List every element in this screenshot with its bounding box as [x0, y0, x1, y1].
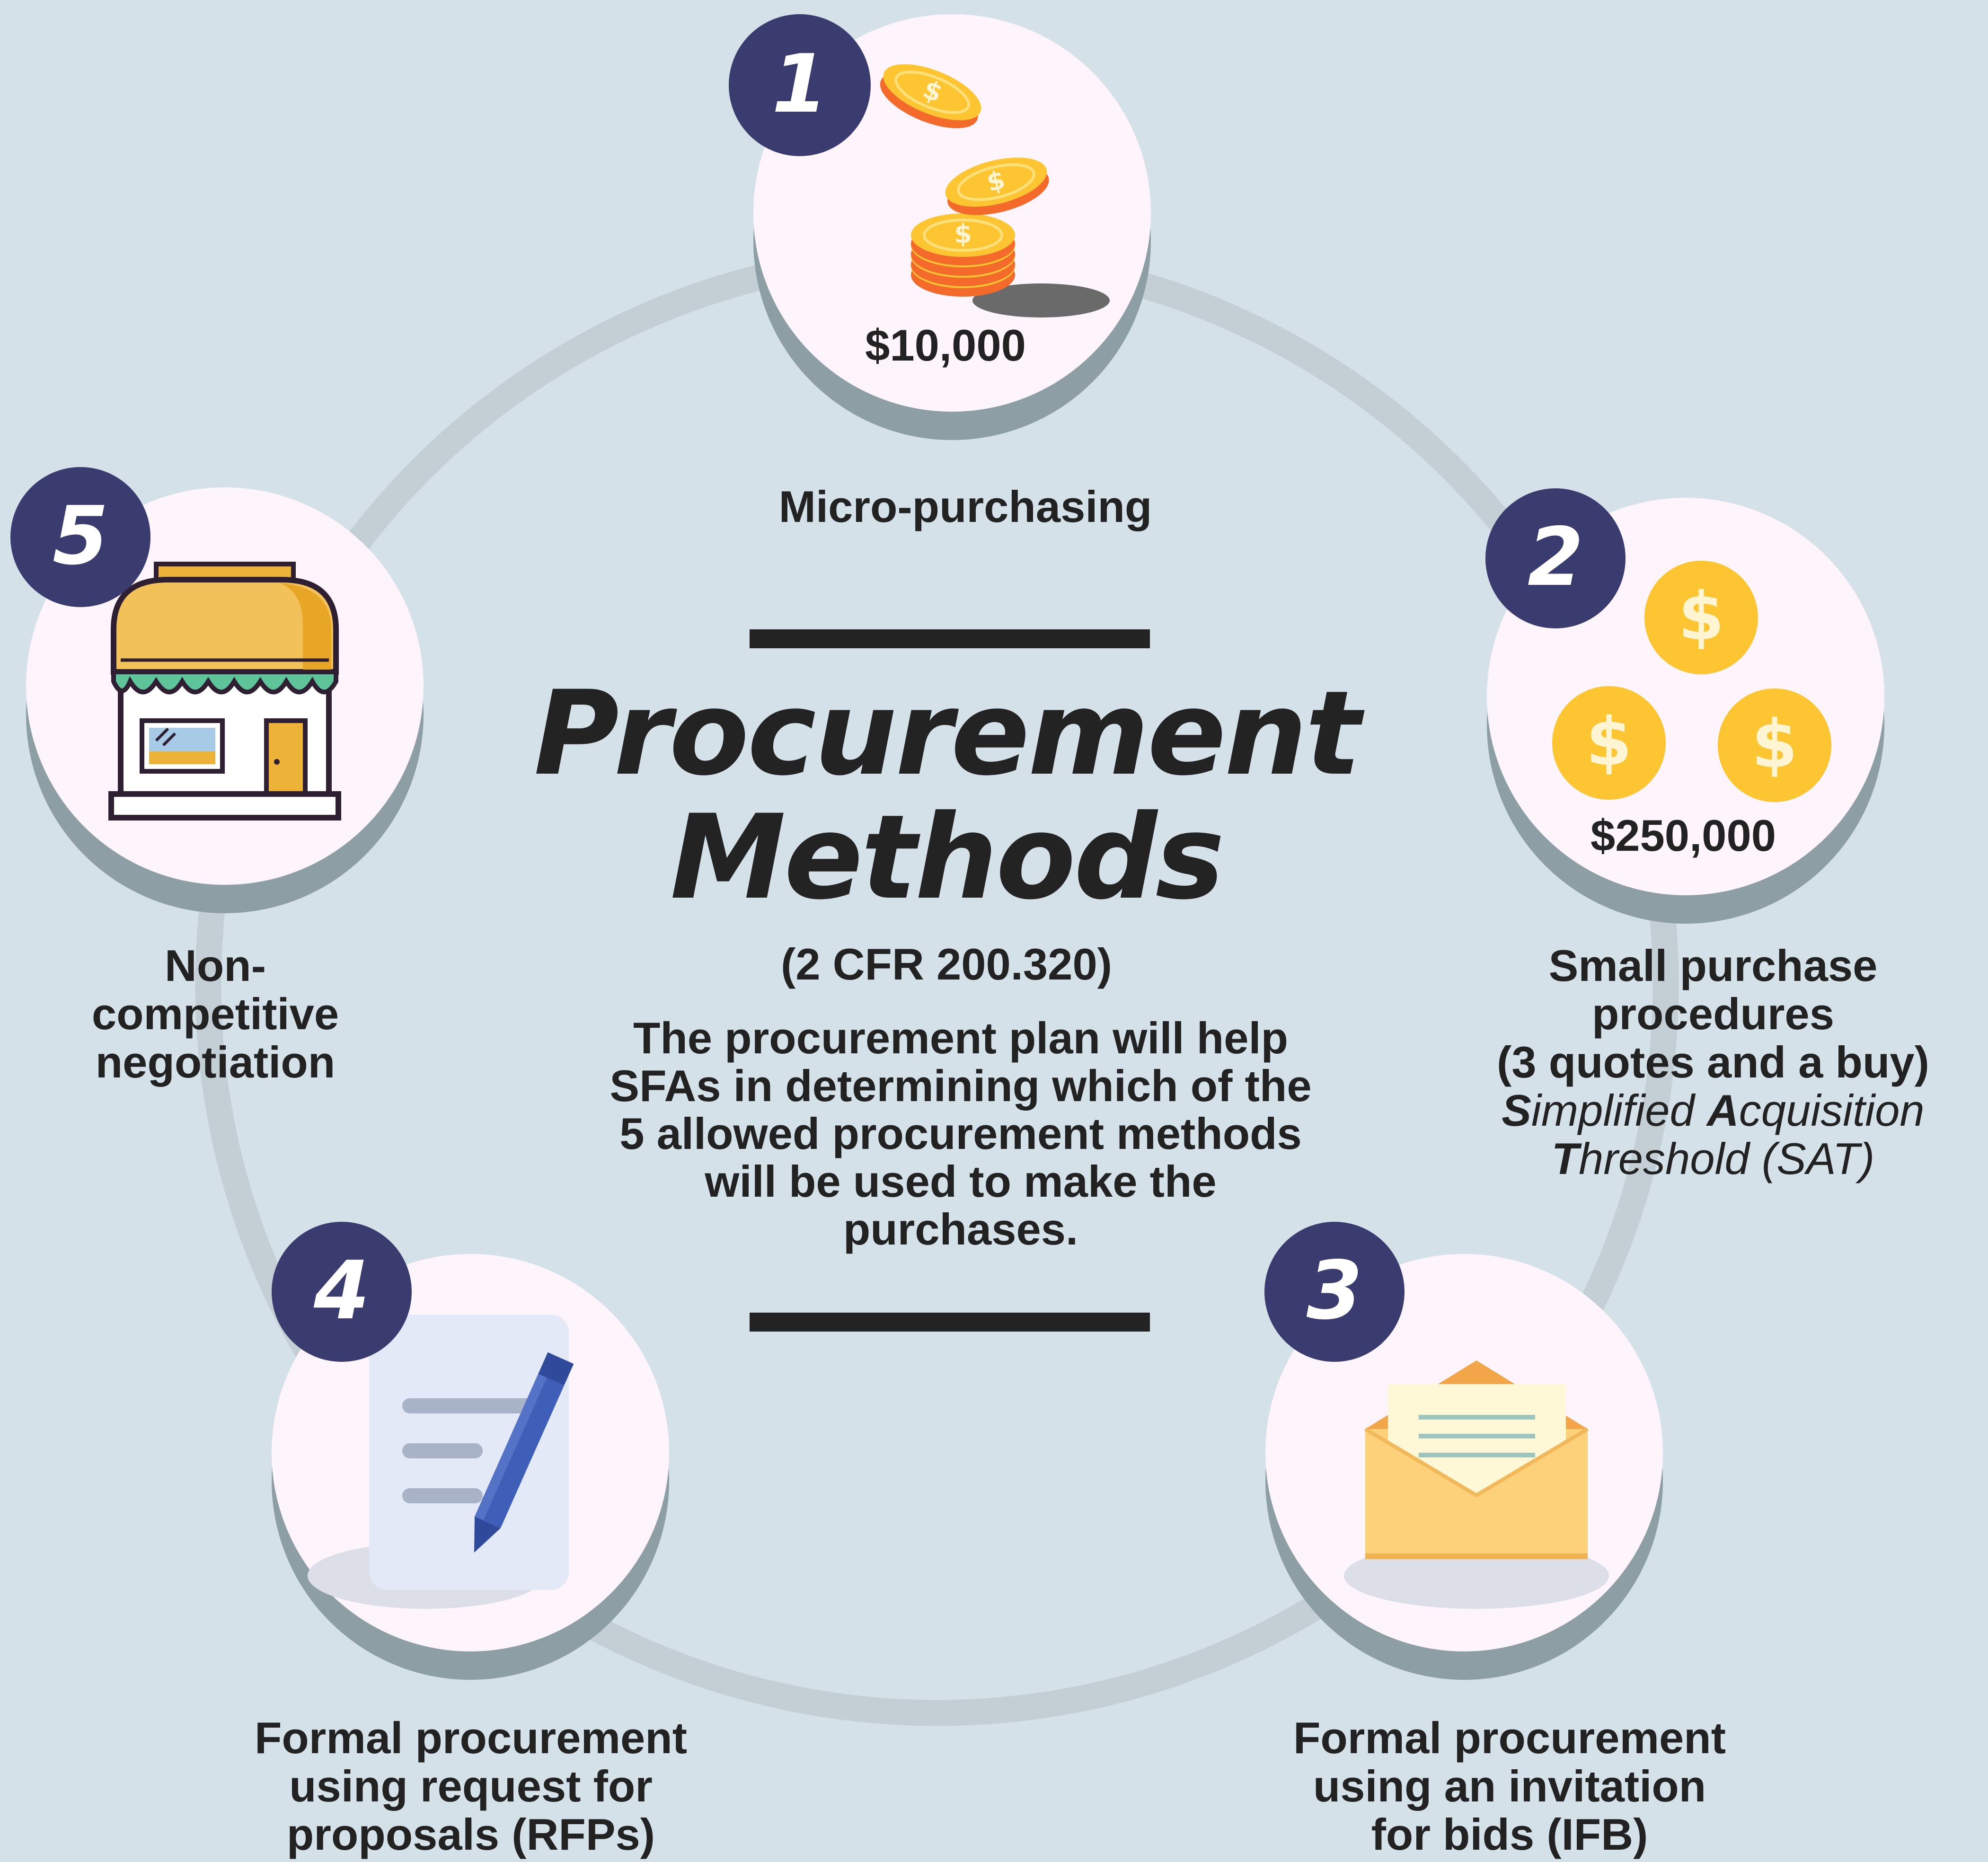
method-2-label: Small purchase procedures (3 quotes and …	[1448, 942, 1978, 1183]
description-line: SFAs in determining which of the	[610, 1061, 1312, 1111]
method-1-badge: 1	[729, 14, 871, 156]
top-divider-bar	[750, 629, 1150, 648]
method-3-badge: 3	[1264, 1222, 1405, 1362]
method-3-node: 3	[1264, 1222, 1663, 1680]
method-4-node: 4	[272, 1222, 669, 1680]
falling-coins-icon	[873, 53, 1110, 318]
method-2-number: 2	[1528, 511, 1583, 604]
document-pen-icon	[308, 1315, 574, 1609]
storefront-icon	[108, 562, 341, 821]
method-4-label: Formal procurement using request for pro…	[254, 1713, 688, 1859]
diagram-title: Procurement Methods	[521, 672, 1372, 920]
method-1-node: $10,000 1	[729, 14, 1151, 440]
method-2-badge: 2	[1485, 488, 1626, 628]
method-2-amount: $250,000	[1590, 811, 1776, 860]
envelope-letter-icon	[1344, 1360, 1609, 1609]
title-line: Procurement	[533, 666, 1361, 802]
method-2-node: $250,000 2	[1485, 488, 1884, 924]
title-line: Methods	[670, 790, 1225, 926]
description-line: 5 allowed procurement methods	[619, 1109, 1302, 1158]
bottom-divider-bar	[750, 1313, 1150, 1332]
method-1-label: Micro-purchasing	[778, 482, 1152, 531]
method-5-label: Non- competitive negotiation	[91, 941, 339, 1087]
description-line: purchases.	[843, 1204, 1078, 1254]
method-5-node: 5	[10, 467, 424, 913]
method-4-badge: 4	[272, 1222, 412, 1362]
description-line: will be used to make the	[705, 1156, 1217, 1206]
method-5-badge: 5	[10, 467, 150, 607]
method-1-number: 1	[772, 37, 828, 131]
diagram-description: The procurement plan will help SFAs in d…	[525, 1014, 1396, 1253]
method-5-number: 5	[53, 489, 108, 583]
sat-line: Simplified Acquisition	[1502, 1085, 1925, 1135]
regulation-citation: (2 CFR 200.320)	[780, 939, 1113, 989]
description-line: The procurement plan will help	[633, 1013, 1289, 1063]
method-4-number: 4	[313, 1244, 370, 1338]
method-3-label: Formal procurement using an invitation f…	[1293, 1713, 1726, 1859]
method-1-amount: $10,000	[865, 320, 1026, 370]
method-3-number: 3	[1307, 1244, 1362, 1338]
sat-line: Threshold (SAT)	[1551, 1134, 1875, 1183]
